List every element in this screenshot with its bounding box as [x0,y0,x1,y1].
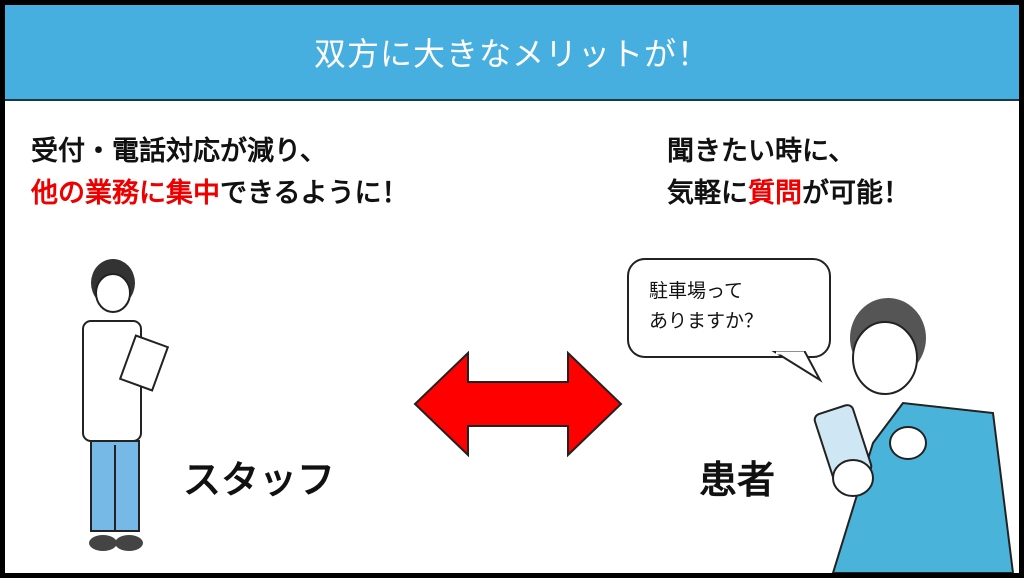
double-arrow-icon [413,350,623,458]
patient-benefit-text: 聞きたい時に、 気軽に質問が可能！ [667,131,910,215]
patient-benefit-line2: 気軽に質問が可能！ [667,173,910,215]
header-title: 双方に大きなメリットが！ [313,35,710,73]
staff-label: スタッフ [183,458,336,502]
bubble-tail [771,351,823,383]
patient-label: 患者 [699,458,776,502]
staff-illustration [82,259,170,551]
bubble-line1: 駐車場って [649,280,744,302]
header-banner: 双方に大きなメリットが！ [5,5,1019,101]
staff-benefit-line2: 他の業務に集中できるように！ [31,173,408,215]
staff-benefit-highlight: 他の業務に集中 [31,178,220,209]
patient-benefit-highlight: 質問 [748,178,802,209]
staff-benefit-line1: 受付・電話対応が減り、 [31,136,327,167]
staff-benefit-text: 受付・電話対応が減り、 他の業務に集中できるように！ [31,131,408,215]
patient-benefit-b: が可能！ [802,178,910,209]
speech-bubble: 駐車場って ありますか？ [627,258,831,358]
patient-benefit-line1: 聞きたい時に、 [667,136,856,167]
patient-benefit-a: 気軽に [667,178,748,209]
slide: 双方に大きなメリットが！ 受付・電話対応が減り、 他の業務に集中できるように！ … [5,5,1019,573]
patient-illustration [813,298,1015,573]
bubble-line2: ありますか？ [649,310,764,332]
staff-benefit-rest: できるように！ [220,178,409,209]
